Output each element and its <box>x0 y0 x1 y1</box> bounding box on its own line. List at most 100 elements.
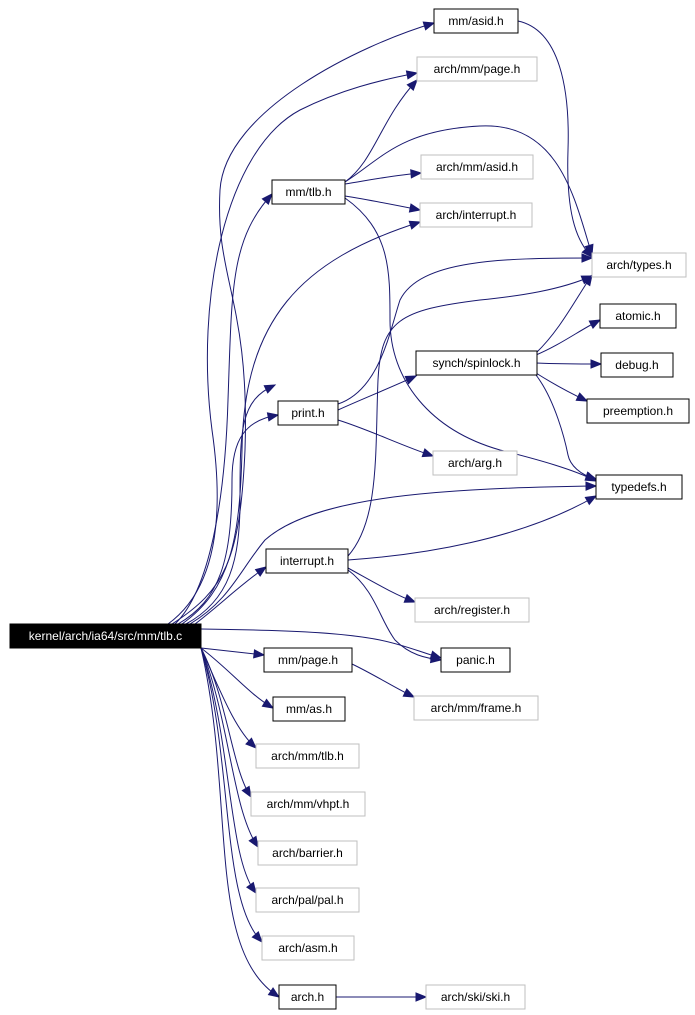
arrowhead-icon <box>404 375 418 385</box>
edge-root-to-arch_mm_tlb <box>200 647 257 749</box>
node-arch-mm-frame[interactable]: arch/mm/frame.h <box>413 695 539 721</box>
node-arch-barrier[interactable]: arch/barrier.h <box>257 840 358 866</box>
edge-line <box>200 647 257 894</box>
edge-synch_spinlock-to-typedefs <box>535 374 598 481</box>
node-arch-register[interactable]: arch/register.h <box>414 597 530 623</box>
arrowhead-icon <box>585 481 598 491</box>
node-arch[interactable]: arch.h <box>278 984 337 1010</box>
node-label: arch/arg.h <box>448 456 502 470</box>
node-label: typedefs.h <box>611 480 666 494</box>
arrowhead-icon <box>254 566 268 577</box>
node-arch-mm-asid[interactable]: arch/mm/asid.h <box>420 154 534 180</box>
edge-mm_tlb-to-arch_types <box>344 125 594 257</box>
node-mm-asid[interactable]: mm/asid.h <box>433 8 519 34</box>
edge-line <box>344 197 597 482</box>
arrowhead-icon <box>580 275 594 285</box>
arrowhead-icon <box>245 737 257 749</box>
edge-line <box>200 647 280 998</box>
arrowhead-icon <box>421 448 435 458</box>
edge-print-to-arch_arg <box>337 419 435 458</box>
node-arch-interrupt[interactable]: arch/interrupt.h <box>419 202 533 228</box>
arrowhead-icon <box>590 359 603 369</box>
arrowhead-icon <box>406 78 418 91</box>
node-preemption[interactable]: preemption.h <box>586 398 690 424</box>
node-box <box>250 791 366 817</box>
node-arch-mm-vhpt[interactable]: arch/mm/vhpt.h <box>250 791 366 817</box>
node-box <box>414 597 530 623</box>
arrowhead-icon <box>584 471 598 481</box>
arrowhead-icon <box>266 412 280 422</box>
edge-line <box>337 419 434 457</box>
node-box <box>261 935 355 961</box>
edge-root-to-mm_tlb <box>174 192 273 625</box>
arrowhead-icon <box>408 203 422 213</box>
node-box <box>416 56 538 82</box>
node-box <box>415 350 538 376</box>
node-label: interrupt.h <box>280 554 334 568</box>
node-label: panic.h <box>456 653 495 667</box>
node-box <box>600 352 674 378</box>
arrowhead-icon <box>581 253 594 263</box>
edge-print-to-arch_types <box>337 253 594 405</box>
node-box <box>265 548 349 574</box>
arrowhead-icon <box>410 169 423 179</box>
edge-line <box>174 193 273 625</box>
edge-line <box>200 647 263 943</box>
node-debug[interactable]: debug.h <box>600 352 674 378</box>
arrowhead-icon <box>405 70 419 80</box>
edge-line <box>200 647 265 656</box>
node-arch-types[interactable]: arch/types.h <box>591 252 687 278</box>
arrowhead-icon <box>261 698 275 709</box>
edge-line <box>347 495 597 561</box>
arrowhead-icon <box>246 881 257 895</box>
edge-arch-to-arch_ski_ski <box>336 992 428 1002</box>
node-box <box>263 647 353 673</box>
edge-line <box>171 22 435 625</box>
node-arch-ski-ski[interactable]: arch/ski/ski.h <box>425 984 526 1010</box>
arrowhead-icon <box>588 319 602 330</box>
node-label: arch/types.h <box>606 258 671 272</box>
node-synch-spinlock[interactable]: synch/spinlock.h <box>415 350 538 376</box>
edge-root-to-interrupt <box>194 566 268 625</box>
node-label: arch/mm/asid.h <box>436 160 518 174</box>
node-arch-arg[interactable]: arch/arg.h <box>432 450 518 476</box>
node-arch-mm-tlb[interactable]: arch/mm/tlb.h <box>255 743 360 769</box>
node-root[interactable]: kernel/arch/ia64/src/mm/tlb.c <box>9 623 202 649</box>
edge-interrupt-to-typedefs <box>347 495 598 561</box>
node-panic[interactable]: panic.h <box>440 647 511 673</box>
node-mm-as[interactable]: mm/as.h <box>272 696 346 722</box>
edge-line <box>344 195 421 211</box>
edge-root-to-typedefs <box>189 481 598 625</box>
edge-interrupt-to-arch_register <box>347 567 417 603</box>
node-mm-page[interactable]: mm/page.h <box>263 647 353 673</box>
node-label: print.h <box>291 406 324 420</box>
node-label: mm/tlb.h <box>285 185 331 199</box>
arrowhead-icon <box>403 593 417 603</box>
node-typedefs[interactable]: typedefs.h <box>595 474 683 500</box>
node-label: atomic.h <box>615 309 660 323</box>
edge-line <box>535 319 601 356</box>
node-label: arch/interrupt.h <box>436 208 517 222</box>
node-box <box>586 398 690 424</box>
edge-print-to-synch_spinlock <box>337 375 418 411</box>
node-label: arch.h <box>291 990 324 1004</box>
node-mm-tlb[interactable]: mm/tlb.h <box>271 179 346 205</box>
node-label: arch/mm/frame.h <box>431 701 522 715</box>
edge-root-to-arch_pal_pal <box>200 647 257 895</box>
node-print[interactable]: print.h <box>277 400 339 426</box>
nodes-layer: kernel/arch/ia64/src/mm/tlb.c mm/asid.h ar… <box>9 8 690 1010</box>
edge-line <box>347 567 416 603</box>
edge-root-to-arch_barrier <box>200 647 259 849</box>
node-interrupt[interactable]: interrupt.h <box>265 548 349 574</box>
node-arch-pal-pal[interactable]: arch/pal/pal.h <box>255 887 360 913</box>
node-arch-mm-page[interactable]: arch/mm/page.h <box>416 56 538 82</box>
node-arch-asm[interactable]: arch/asm.h <box>261 935 355 961</box>
node-atomic[interactable]: atomic.h <box>599 303 677 329</box>
edge-synch_spinlock-to-atomic <box>535 319 602 356</box>
node-label: arch/barrier.h <box>272 846 343 860</box>
edge-root-to-print <box>177 412 280 625</box>
arrowhead-icon <box>253 649 266 659</box>
edge-line <box>351 663 415 698</box>
node-label: mm/as.h <box>286 702 332 716</box>
